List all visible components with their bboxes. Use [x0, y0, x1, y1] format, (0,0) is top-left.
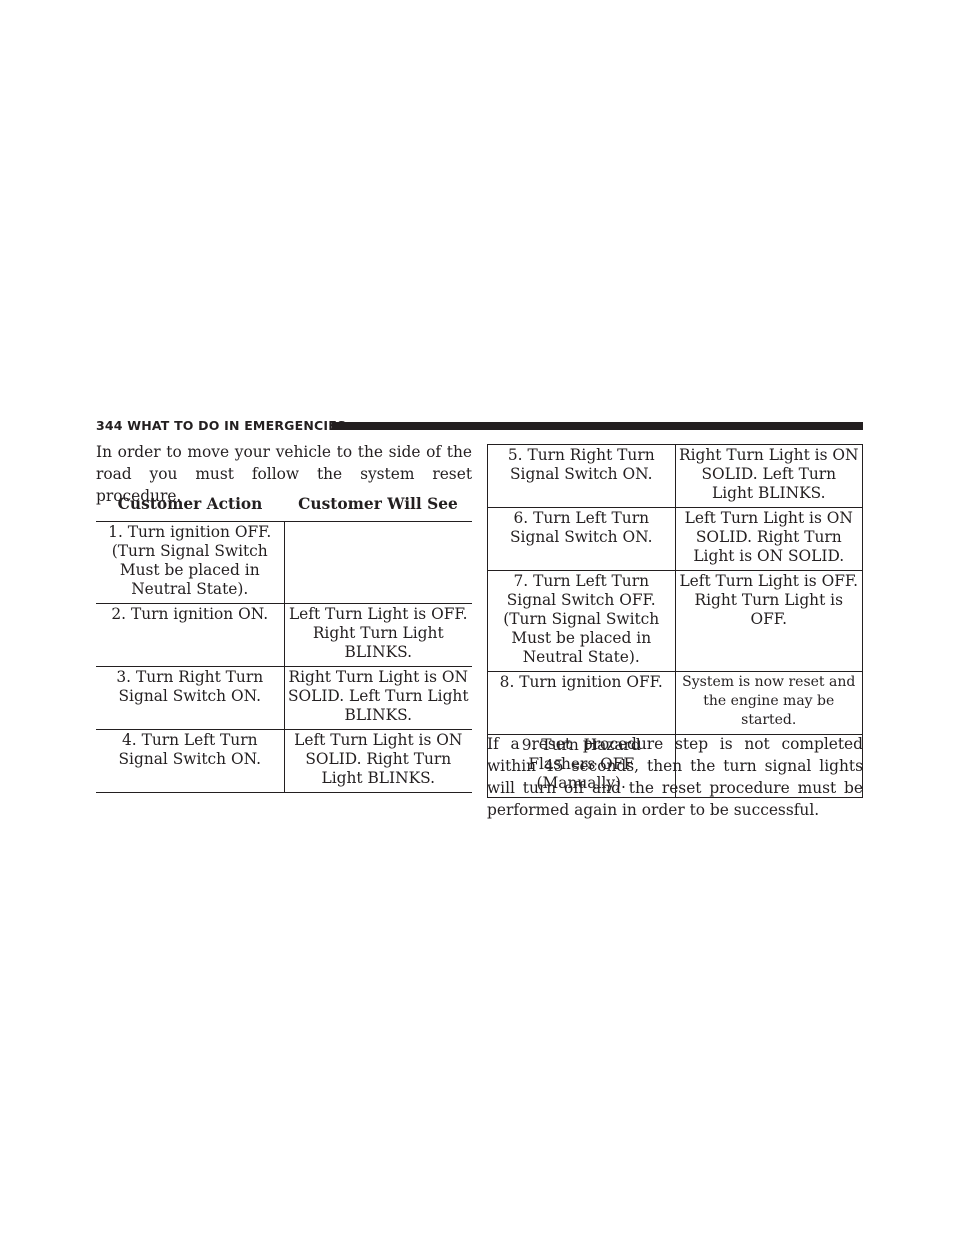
action-cell: 7. Turn Left Turn Signal Switch OFF. (Tu… — [487, 570, 676, 672]
action-cell: 3. Turn Right Turn Signal Switch ON. — [96, 666, 285, 730]
result-cell: Right Turn Light is ON SOLID. Left Turn … — [284, 666, 472, 730]
column-header-see: Customer Will See — [284, 492, 472, 522]
result-cell: Left Turn Light is OFF. Right Turn Light… — [284, 603, 472, 667]
result-cell: Left Turn Light is ON SOLID. Right Turn … — [674, 507, 863, 571]
result-cell: Left Turn Light is ON SOLID. Right Turn … — [284, 729, 472, 793]
header-rule — [332, 422, 863, 430]
table-row: 2. Turn ignition ON. Left Turn Light is … — [96, 603, 472, 667]
result-cell: System is now reset and the engine may b… — [674, 671, 863, 735]
table-row: 4. Turn Left Turn Signal Switch ON. Left… — [96, 729, 472, 793]
reset-procedure-table-part-2: 5. Turn Right Turn Signal Switch ON. Rig… — [487, 444, 863, 798]
table-row: 7. Turn Left Turn Signal Switch OFF. (Tu… — [487, 570, 863, 672]
action-cell: 9. Turn Hazard Flashers OFF (Manually). — [487, 734, 676, 798]
action-cell: 2. Turn ignition ON. — [96, 603, 285, 667]
reset-procedure-table-part-1: Customer Action Customer Will See 1. Tur… — [96, 492, 472, 793]
table-row: 6. Turn Left Turn Signal Switch ON. Left… — [487, 507, 863, 571]
action-cell: 4. Turn Left Turn Signal Switch ON. — [96, 729, 285, 793]
action-cell: 6. Turn Left Turn Signal Switch ON. — [487, 507, 676, 571]
result-cell: Right Turn Light is ON SOLID. Left Turn … — [674, 444, 863, 508]
result-cell: Left Turn Light is OFF. Right Turn Light… — [674, 570, 863, 672]
table-row: 1. Turn ignition OFF. (Turn Signal Switc… — [96, 521, 472, 604]
page-number-title: 344 WHAT TO DO IN EMERGENCIES — [96, 418, 347, 433]
action-cell: 1. Turn ignition OFF. (Turn Signal Switc… — [96, 521, 285, 604]
table-header-row: Customer Action Customer Will See — [96, 492, 472, 522]
result-cell — [284, 521, 472, 604]
table-row: 5. Turn Right Turn Signal Switch ON. Rig… — [487, 444, 863, 508]
table-row: 3. Turn Right Turn Signal Switch ON. Rig… — [96, 666, 472, 730]
outro-paragraph: If a reset procedure step is not complet… — [487, 735, 863, 819]
table-row: 9. Turn Hazard Flashers OFF (Manually). — [487, 734, 863, 798]
page-header: 344 WHAT TO DO IN EMERGENCIES — [96, 418, 863, 434]
table-row: 8. Turn ignition OFF. System is now rese… — [487, 671, 863, 735]
result-cell — [674, 734, 863, 798]
action-cell: 5. Turn Right Turn Signal Switch ON. — [487, 444, 676, 508]
action-cell: 8. Turn ignition OFF. — [487, 671, 676, 735]
column-header-action: Customer Action — [96, 492, 284, 522]
